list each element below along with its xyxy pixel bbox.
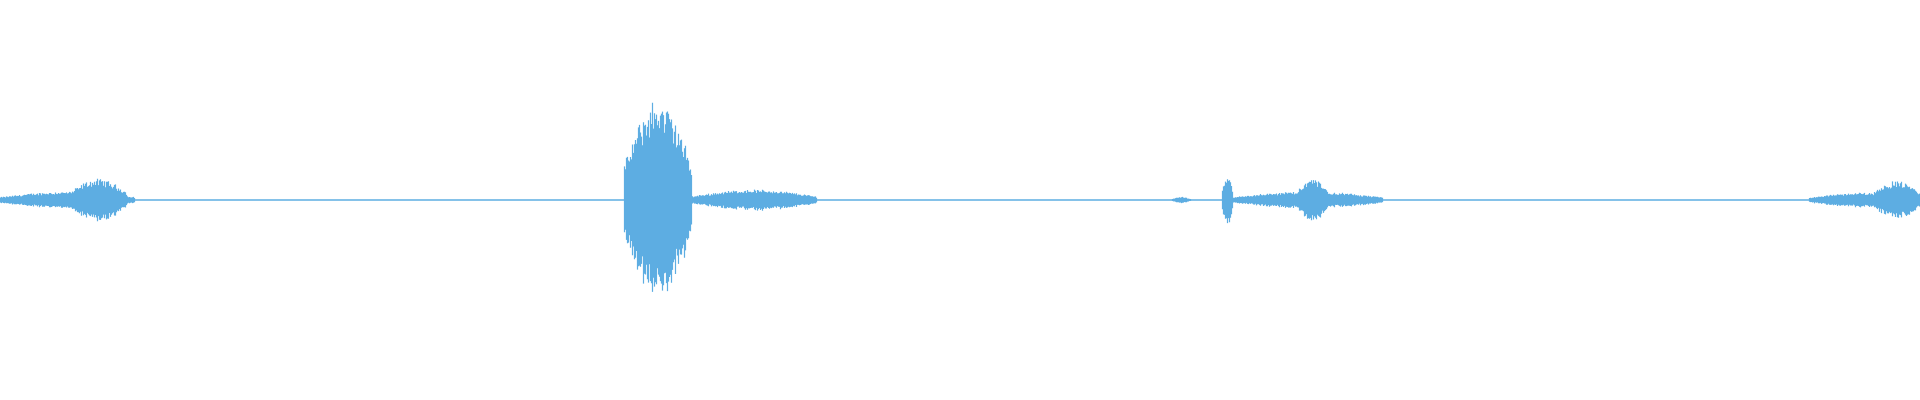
waveform-amplitude <box>0 102 1920 292</box>
